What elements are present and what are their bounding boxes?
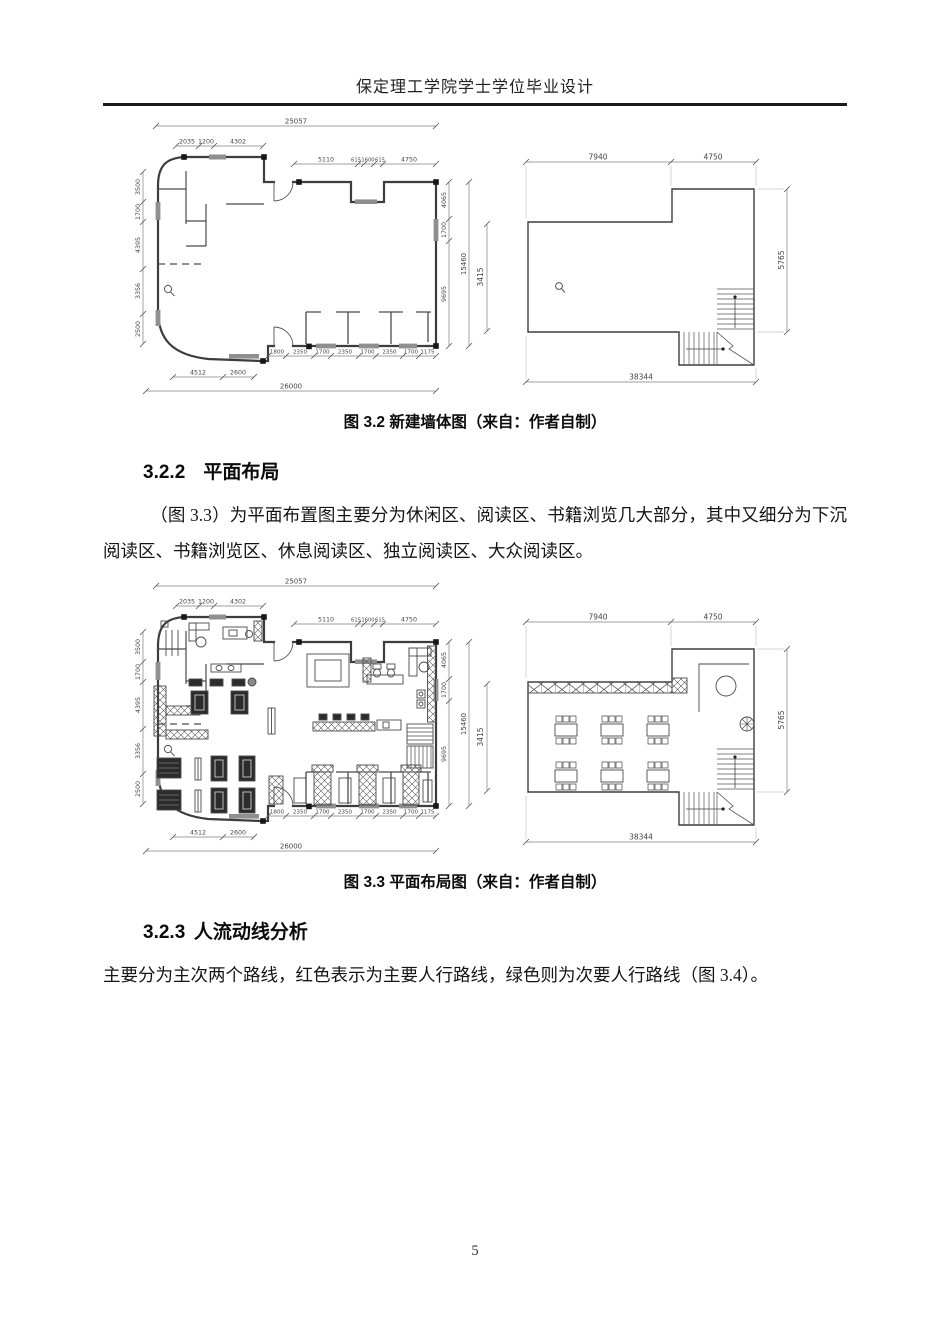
page-content: 保定理工学院学士学位毕业设计 图 3.2 新建墙体图（来自：作者自制） 3.2.… <box>103 0 847 994</box>
page-header: 保定理工学院学士学位毕业设计 <box>355 79 594 96</box>
section-3-2-3-paragraph: 主要分为主次两个路线，红色表示为主要人行路线，绿色则为次要人行路线（图 3.4）… <box>103 964 768 985</box>
section-3-2-2-paragraph: （图 3.3）为平面布置图主要分为休闲区、阅读区、书籍浏览几大部分，其中又细分为… <box>103 505 847 561</box>
header-rule <box>103 103 847 106</box>
page-number: 5 <box>471 1243 479 1259</box>
section-number: 3.2.2 <box>143 462 186 483</box>
section-3-2-2-heading: 3.2.2 平面布局 <box>143 457 847 484</box>
figure-3-3-caption: 图 3.3 平面布局图（来自：作者自制） <box>343 873 607 891</box>
figure-3-3-layout-plan-right <box>522 611 791 846</box>
figure-3-2-caption: 图 3.2 新建墙体图（来自：作者自制） <box>343 414 607 431</box>
section-title: 平面布局 <box>203 462 280 483</box>
section-3-2-3-heading: 3.2.3 人流动线分析 <box>143 917 847 944</box>
figure-3-3-layout-plan-left <box>133 576 492 855</box>
figure-3-2-wall-plan-left <box>133 116 492 396</box>
figure-3-3 <box>103 574 847 864</box>
figure-3-2 <box>103 114 847 404</box>
section-title: 人流动线分析 <box>193 921 308 943</box>
section-number: 3.2.3 <box>143 921 186 943</box>
figure-3-2-outline-plan-right <box>522 151 791 386</box>
